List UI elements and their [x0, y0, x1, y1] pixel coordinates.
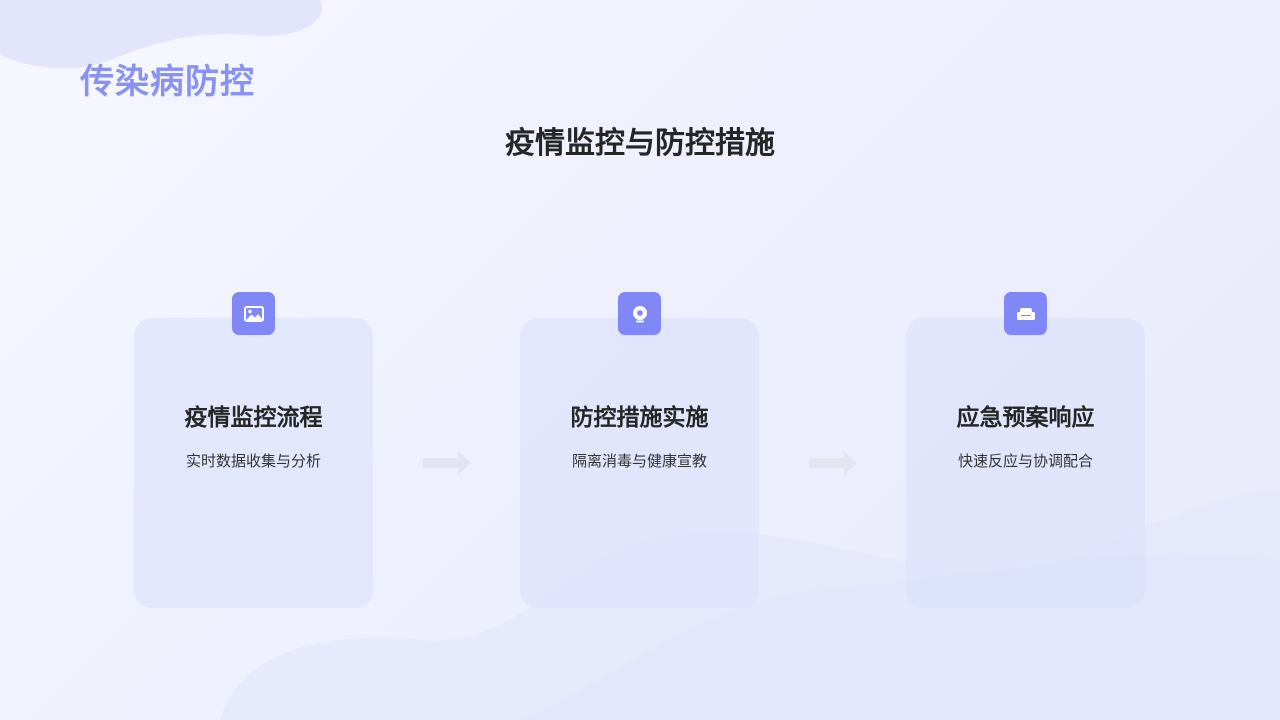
brand-title: 传染病防控: [80, 62, 255, 102]
arrow-right-icon: [809, 451, 857, 475]
card-monitoring-process: 疫情监控流程 实时数据收集与分析: [134, 292, 373, 608]
card-emergency-response: 应急预案响应 快速反应与协调配合: [906, 292, 1145, 608]
slide-title: 疫情监控与防控措施: [505, 126, 775, 161]
card-title: 防控措施实施: [570, 405, 709, 431]
card-description: 快速反应与协调配合: [957, 452, 1093, 470]
image-icon: [232, 292, 275, 335]
card-title: 应急预案响应: [956, 405, 1095, 431]
card-title: 疫情监控流程: [184, 405, 323, 431]
card-prevention-measures: 防控措施实施 隔离消毒与健康宣教: [520, 292, 759, 608]
card-description: 隔离消毒与健康宣教: [571, 452, 707, 470]
webcam-icon: [618, 292, 661, 335]
sofa-icon: [1004, 292, 1047, 335]
arrow-right-icon: [423, 451, 471, 475]
card-description: 实时数据收集与分析: [185, 452, 321, 470]
